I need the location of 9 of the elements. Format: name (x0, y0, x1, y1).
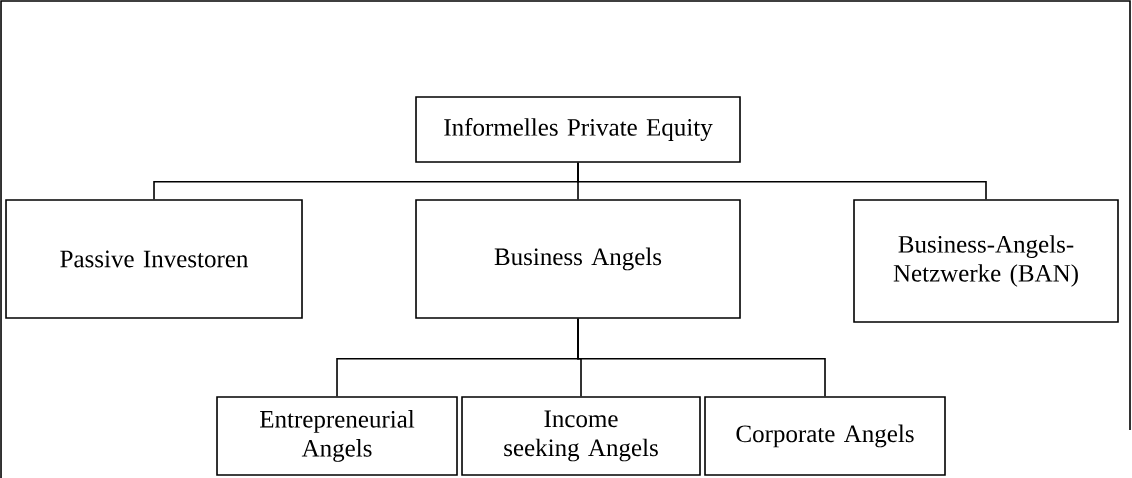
box: Entrepreneurial Angels (216, 396, 458, 476)
box: Business-Angels-Netzwerke (BAN) (853, 199, 1119, 323)
box: Passive Investoren (5, 199, 303, 319)
box: Corporate Angels (704, 396, 946, 476)
box: Income seeking Angels (461, 396, 701, 476)
connector (577, 317, 826, 397)
box: Business Angels (415, 199, 741, 319)
connector (577, 162, 987, 200)
box: Informelles Private Equity (415, 96, 741, 163)
